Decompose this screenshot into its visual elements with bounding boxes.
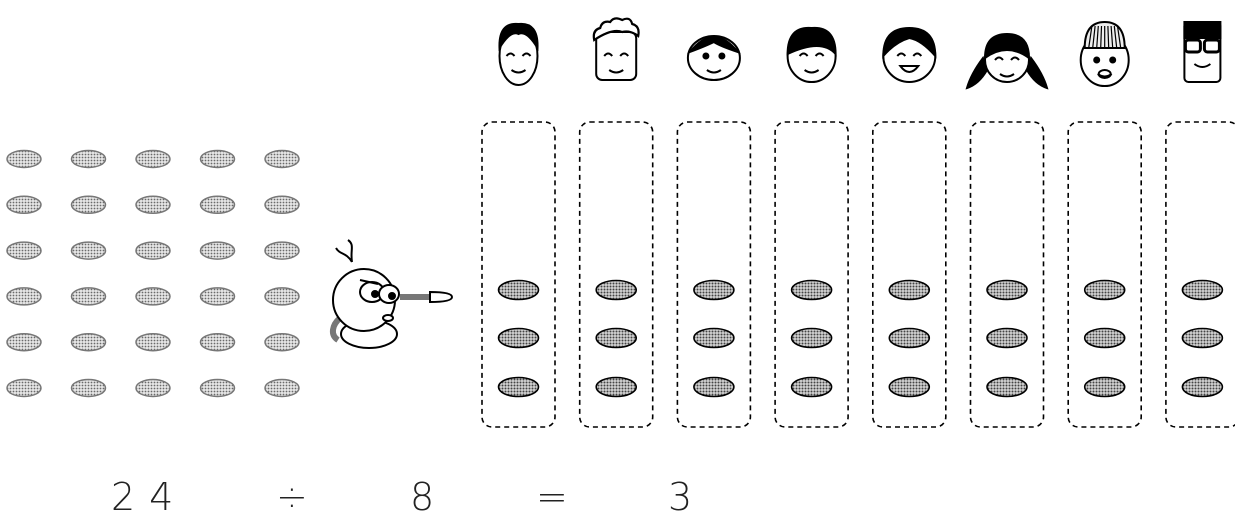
group-item <box>1181 279 1224 301</box>
group-box <box>676 121 752 428</box>
group-item <box>888 376 931 398</box>
group-item <box>693 327 735 349</box>
group-item <box>1181 327 1224 349</box>
divisor: 8 <box>410 475 449 519</box>
group-item <box>595 279 638 301</box>
people-faces <box>498 17 1222 90</box>
pool-item <box>6 287 42 306</box>
group-boxes <box>481 121 1235 428</box>
pool-item <box>135 241 171 260</box>
child-face-icon <box>686 35 741 81</box>
group-box <box>871 121 947 428</box>
pool-item <box>264 378 300 398</box>
group-item <box>1083 376 1126 398</box>
group-item <box>497 279 540 301</box>
group-item <box>986 376 1028 398</box>
group-item <box>790 279 833 301</box>
pool-item <box>199 378 236 398</box>
equals-sign: = <box>536 475 582 519</box>
pool-item <box>135 287 171 306</box>
pool-item <box>264 287 300 306</box>
division-sign: ÷ <box>276 475 322 519</box>
group-box <box>481 121 556 428</box>
pool-item <box>199 241 236 260</box>
group-item <box>497 376 540 398</box>
group-box <box>969 121 1045 428</box>
group-item <box>790 376 833 398</box>
pool-item <box>135 378 171 398</box>
pool-item <box>199 149 236 169</box>
group-box <box>774 121 849 428</box>
pool-item <box>70 195 107 215</box>
group-item <box>693 376 735 398</box>
group-item <box>1083 279 1126 301</box>
smiling-woman-face-icon <box>882 26 937 83</box>
pool-item <box>6 195 42 215</box>
girl-pigtails-face-icon <box>965 32 1049 90</box>
pool-item <box>70 332 107 352</box>
dividend: 24 <box>111 475 188 519</box>
group-item <box>497 327 540 349</box>
pool-item <box>199 195 236 215</box>
group-item <box>693 279 735 301</box>
group-item <box>1181 376 1224 398</box>
man-long-hair-face-icon <box>498 22 539 86</box>
pool-item <box>6 378 42 398</box>
man-beanie-face-icon <box>1079 20 1130 87</box>
group-box <box>1165 121 1235 428</box>
pool-item <box>6 149 42 169</box>
pool-item <box>70 149 107 169</box>
man-glasses-face-icon <box>1183 21 1222 83</box>
pool-item <box>6 332 42 352</box>
pool-item <box>199 332 236 352</box>
group-item <box>595 376 638 398</box>
pool-item <box>264 149 300 169</box>
pool-item <box>264 195 300 215</box>
group-item <box>986 279 1028 301</box>
pool-item <box>264 332 300 352</box>
group-box <box>578 121 654 428</box>
pool-item <box>135 195 171 215</box>
group-item <box>790 327 833 349</box>
pool-item <box>70 378 107 398</box>
pool-item <box>70 241 107 260</box>
group-item <box>1083 327 1126 349</box>
pool-item <box>199 287 236 306</box>
item-pool <box>6 149 300 398</box>
woman-face-icon <box>786 26 837 83</box>
man-curly-hair-face-icon <box>592 17 640 81</box>
pool-item <box>135 149 171 169</box>
group-item <box>595 327 638 349</box>
pointing-character-icon <box>330 239 454 349</box>
group-box <box>1067 121 1142 428</box>
pool-item <box>264 241 300 260</box>
group-item <box>986 327 1028 349</box>
group-item <box>888 327 931 349</box>
quotient: 3 <box>668 475 707 519</box>
pool-item <box>6 241 42 260</box>
pool-item <box>135 332 171 352</box>
group-item <box>888 279 931 301</box>
pool-item <box>70 287 107 306</box>
